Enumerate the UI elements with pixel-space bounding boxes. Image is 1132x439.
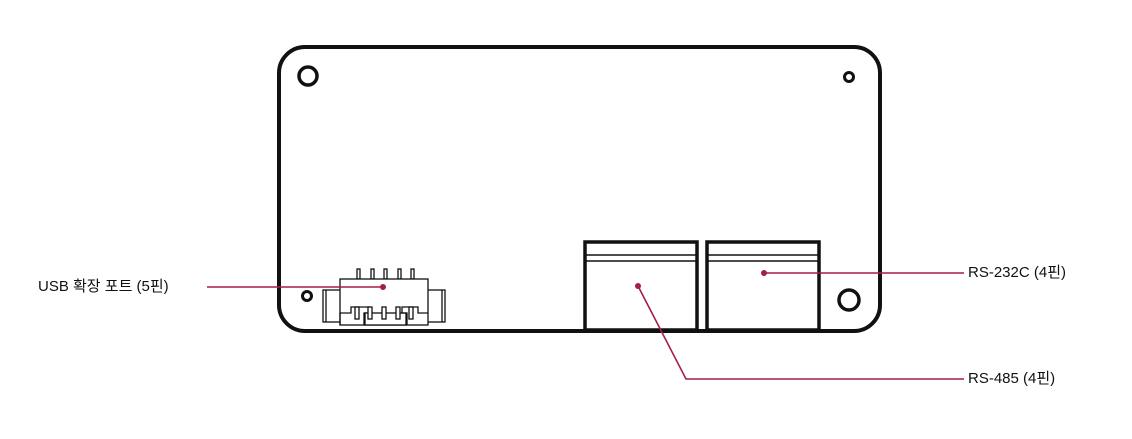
rs485-leader-dot [635,283,641,289]
mounting-hole-top-right [843,71,855,83]
usb-port-label: USB 확장 포트 (5핀) [38,278,169,295]
mounting-hole-top-left [297,65,319,87]
usb-connector [322,268,446,326]
mounting-hole-bottom-left [301,290,313,302]
board-outline [277,45,882,333]
rs485-port-label: RS-485 (4핀) [968,370,1056,387]
rs485-port [583,240,699,332]
mounting-hole-bottom-right [837,288,861,312]
rs485-leader-line [637,285,964,380]
rs232c-leader-dot [761,270,767,276]
rs232c-port-label: RS-232C (4핀) [968,264,1066,281]
rs232c-port [705,240,821,332]
usb-leader-dot [380,284,386,290]
